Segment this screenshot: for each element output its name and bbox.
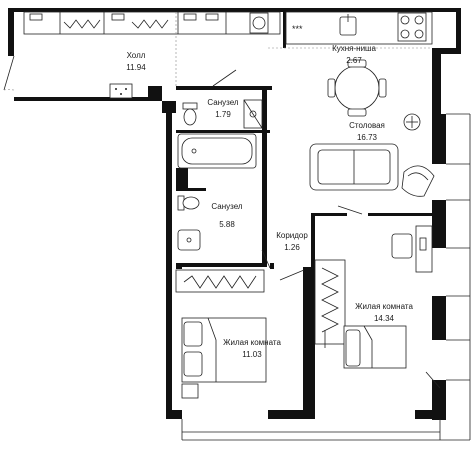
room-area: 14.34 (374, 314, 395, 323)
room-label-kitchen: Кухня-ниша 2.67 (332, 44, 376, 65)
room-name: Холл (127, 51, 146, 60)
sink-icon (339, 14, 357, 36)
washing-machine-icon (249, 12, 269, 34)
wardrobe-icon (175, 269, 265, 293)
room-area: 5.88 (219, 220, 235, 229)
armchair-icon (401, 165, 435, 197)
electric-panel-icon (109, 83, 133, 99)
room-name: Столовая (349, 121, 385, 130)
room-label-bath1: Санузел 1.79 (207, 98, 238, 119)
bed-icon (181, 317, 267, 399)
shower-icon (243, 99, 263, 129)
hob-icon (397, 12, 427, 42)
wardrobe-icon-2 (314, 259, 346, 345)
room-area: 11.94 (126, 63, 146, 72)
room-label-dining: Столовая 16.73 (349, 121, 385, 142)
room-name: Кухня-ниша (332, 44, 376, 53)
desk-icon (391, 225, 433, 273)
walls (8, 8, 461, 420)
kitchen-counter: *** (285, 11, 433, 45)
sofa-icon (309, 143, 399, 191)
svg-text:***: *** (292, 24, 303, 34)
radiator-icon (403, 113, 421, 131)
wardrobe-hall (23, 11, 281, 35)
room-name: Жилая комната (355, 302, 413, 311)
room-name: Санузел (211, 202, 242, 211)
room-name: Жилая комната (223, 338, 281, 347)
room-area: 11.03 (242, 350, 262, 359)
sink-icon-2 (177, 229, 201, 251)
dining-table-icon (327, 59, 387, 117)
windows (181, 113, 471, 441)
room-label-bedroom2: Жилая комната 14.34 (355, 302, 413, 323)
room-area: 16.73 (357, 133, 378, 142)
entrance-door (3, 55, 15, 91)
room-label-bedroom1: Жилая комната 11.03 (223, 338, 281, 359)
room-area: 1.26 (284, 243, 300, 252)
bed-icon-2 (343, 325, 407, 369)
room-label-bath2: Санузел 5.88 (211, 202, 242, 229)
room-name: Коридор (276, 231, 308, 240)
room-label-corridor: Коридор 1.26 (276, 231, 308, 252)
room-label-hall: Холл 11.94 (126, 51, 146, 72)
toilet-icon-2 (177, 195, 200, 211)
room-area: 2.67 (346, 56, 362, 65)
bathtub-icon (177, 133, 257, 169)
room-area: 1.79 (215, 110, 231, 119)
toilet-icon (182, 102, 198, 126)
room-name: Санузел (207, 98, 238, 107)
